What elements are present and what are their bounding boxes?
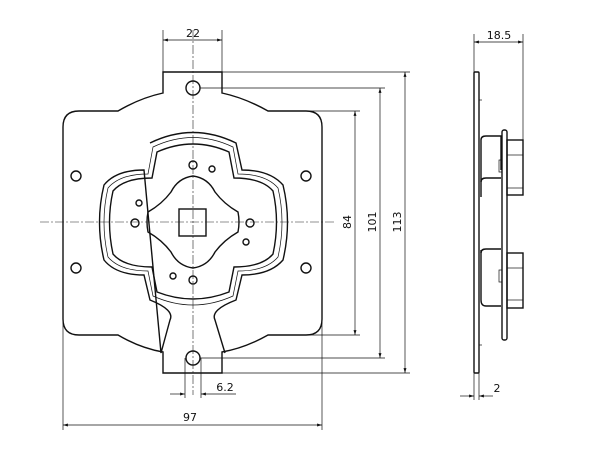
dim-overall-height: 113 <box>391 212 404 233</box>
dim-overall-width: 97 <box>183 411 197 424</box>
side-hole <box>300 170 312 182</box>
side-dimensions: 18.5 2 <box>460 29 524 400</box>
rivet <box>169 272 177 280</box>
cross-emboss-outer <box>98 131 289 354</box>
plate-outline <box>62 71 323 374</box>
dim-hole-spacing: 101 <box>366 212 379 233</box>
small-hole <box>130 218 140 228</box>
dim-slot-width: 6.2 <box>216 381 234 394</box>
rivet <box>208 165 216 173</box>
square-drive-hole <box>178 208 207 237</box>
front-view <box>40 30 335 395</box>
cross-emboss-inner <box>108 143 278 300</box>
side-view <box>473 71 524 374</box>
dim-plate-thickness: 2 <box>494 382 501 395</box>
side-hole <box>70 170 82 182</box>
dimensions: 22 84 101 113 97 6.2 <box>62 27 410 430</box>
dim-side-depth: 18.5 <box>487 29 512 42</box>
side-hole <box>70 262 82 274</box>
side-hole <box>300 262 312 274</box>
cross-emboss-mid <box>103 137 283 306</box>
dim-body-height: 84 <box>341 215 354 229</box>
dim-tab-width: 22 <box>186 27 200 40</box>
rivet <box>135 199 143 207</box>
small-hole <box>245 218 255 228</box>
rivet <box>242 238 250 246</box>
